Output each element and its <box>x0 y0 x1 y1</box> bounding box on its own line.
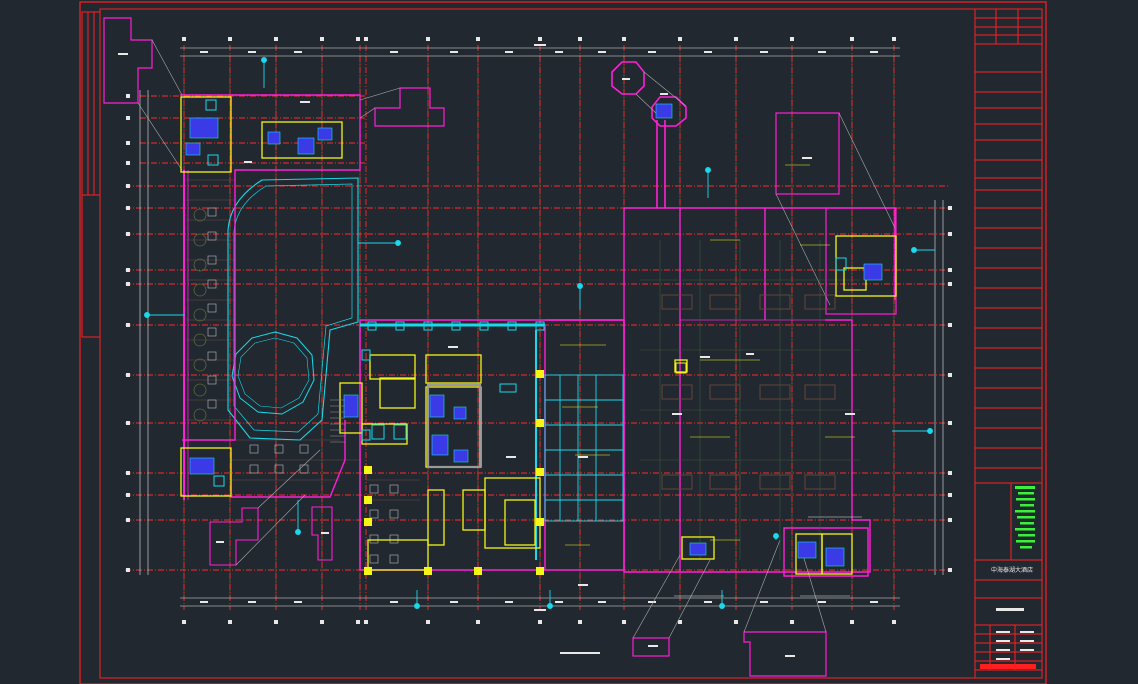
level-marker-icon <box>144 57 935 609</box>
hall-ceiling-grid <box>640 240 860 560</box>
grey-elevator-core <box>426 383 482 469</box>
dimension-text <box>200 44 878 611</box>
planter-circles <box>193 208 207 422</box>
building-walls <box>103 17 897 677</box>
drawing-frame <box>79 1 1047 684</box>
column-icon <box>364 362 687 575</box>
dimension-lines <box>139 47 944 607</box>
callout-leaders <box>137 39 896 639</box>
sanitary-fixtures <box>185 103 883 567</box>
door-markers <box>205 99 847 487</box>
title-block-notes <box>980 486 1036 669</box>
title-block <box>974 8 1043 679</box>
furniture-lines <box>560 164 855 546</box>
project-name-label: 中海泰湖大酒店 <box>990 567 1033 574</box>
pool-outline <box>227 177 395 441</box>
stair-icon <box>330 399 345 443</box>
atrium-glass-grid <box>535 330 624 560</box>
room-tags <box>118 53 855 657</box>
axis-bubble-icon <box>126 37 952 624</box>
elevator-shaft-lines <box>674 516 862 597</box>
hall-hatch-marks <box>661 294 836 490</box>
